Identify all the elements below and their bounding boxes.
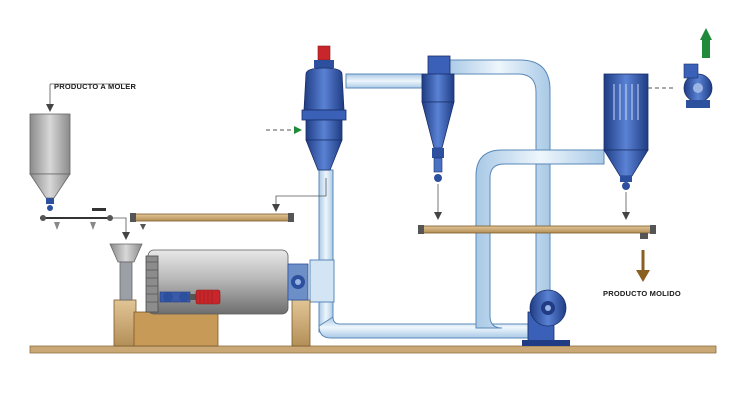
feed-label: PRODUCTO A MOLER (54, 82, 136, 91)
mill-outlet-box (309, 259, 335, 303)
mill-pedestal-right (291, 299, 311, 347)
feed-hopper: PRODUCTO A MOLER (29, 82, 136, 211)
screw-conveyor-lower: PRODUCTO MOLIDO (418, 225, 681, 298)
classifier-cone (305, 139, 343, 171)
top-duct-cyclone-to-fan (447, 59, 551, 297)
girth-gear (145, 255, 159, 313)
duct-fan-to-filter (475, 149, 605, 329)
hopper-cone (29, 173, 71, 199)
brown-down-arrow-icon (636, 270, 650, 282)
ball-mill (109, 243, 311, 347)
cyclone-cone (421, 101, 455, 149)
drive-base (133, 311, 219, 347)
cyclone-body (421, 73, 455, 103)
mill-pedestal-left (113, 299, 137, 347)
main-fan (522, 289, 570, 346)
green-dashed-arrow-icon (294, 126, 302, 134)
green-up-arrow-icon (700, 28, 712, 40)
top-duct-classifier-to-cyclone (345, 73, 423, 89)
hopper-body (29, 113, 71, 175)
cyclone-separator (421, 55, 455, 220)
filter-hopper (603, 149, 649, 177)
mill-drum (147, 249, 289, 315)
exhaust-fan (683, 28, 713, 108)
screw-conveyor-upper (130, 178, 327, 230)
output-label: PRODUCTO MOLIDO (603, 289, 681, 298)
rotary-valve-2 (622, 182, 630, 190)
mill-feed-chute (109, 243, 143, 263)
classifier (266, 45, 347, 171)
duct-network (309, 59, 605, 339)
classifier-motor (317, 45, 331, 61)
bag-filter (603, 73, 676, 220)
rotary-valve-1 (434, 174, 442, 182)
floor (29, 345, 717, 354)
classifier-body (303, 67, 345, 111)
feeder-belt (40, 208, 130, 240)
